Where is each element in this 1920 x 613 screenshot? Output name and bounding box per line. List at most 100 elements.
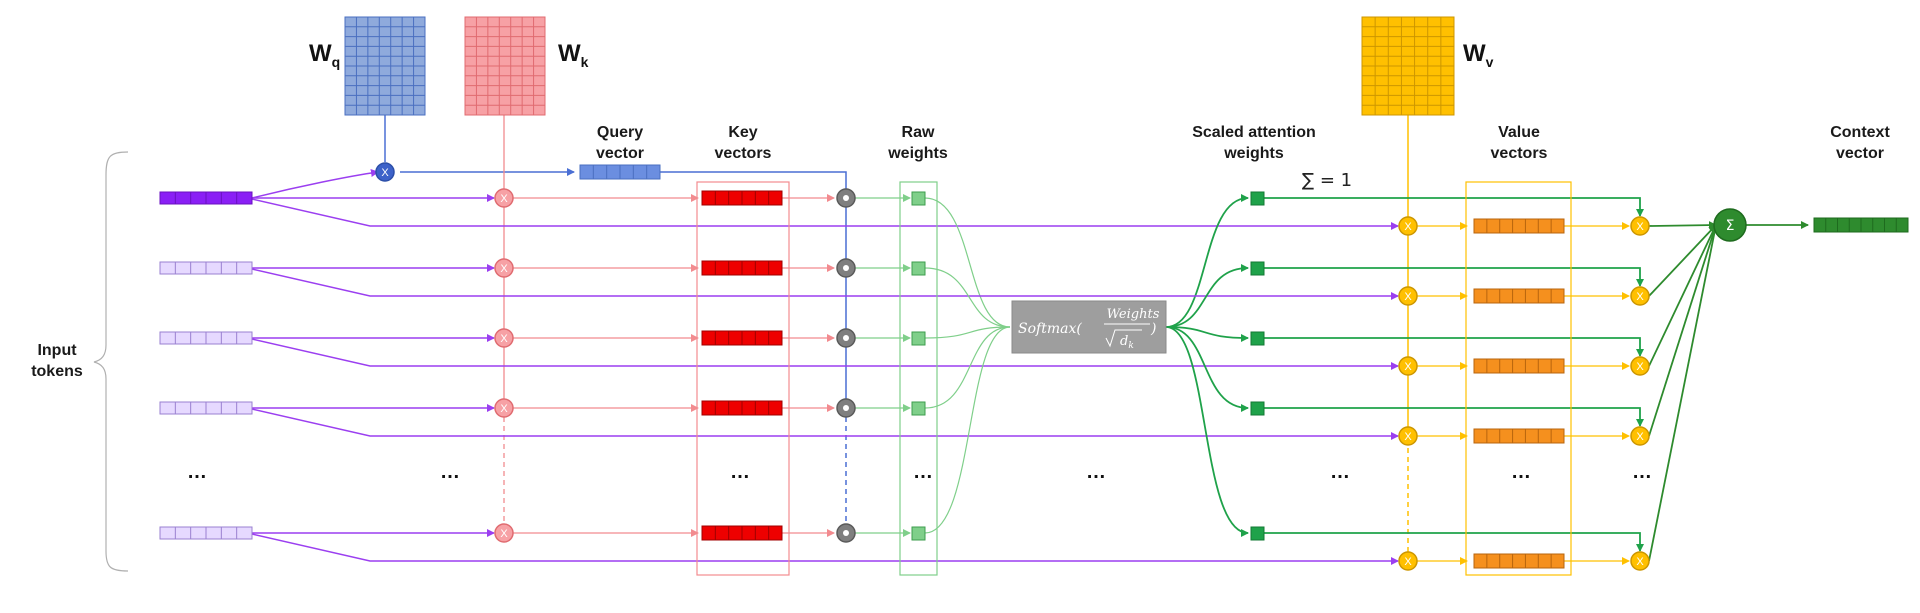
- value-multiply-node-label: X: [1404, 221, 1412, 233]
- scaled-weight-square: [1250, 401, 1265, 416]
- weighted-multiply-node-label: X: [1636, 556, 1644, 568]
- weighted-multiply-node: X: [1630, 551, 1650, 571]
- dot-product-center: [843, 265, 849, 271]
- key-vector: [701, 525, 783, 541]
- scaled-to-weighted-line: [1264, 337, 1644, 357]
- scaled-weight-square: [1250, 191, 1265, 206]
- token-to-value-line: [251, 408, 1399, 440]
- key-multiply-node: X: [494, 398, 514, 418]
- weighted-multiply-node-label: X: [1636, 291, 1644, 303]
- query-multiply-node-circle: [375, 162, 395, 182]
- query-vector: [579, 164, 661, 180]
- weighted-multiply-node-circle: [1630, 426, 1650, 446]
- wv-label: Wv: [1463, 40, 1494, 70]
- weighted-multiply-node: X: [1630, 286, 1650, 306]
- key-vectors-label-1: Key: [728, 124, 757, 141]
- input-tokens-label-1: Input: [37, 342, 77, 359]
- raw-weights-label-2: weights: [887, 145, 948, 162]
- sum-equals-one-label: ∑ = 1: [1302, 170, 1352, 191]
- weighted-to-sum-line: [1648, 224, 1717, 367]
- value-vector-body: [1473, 218, 1565, 234]
- wk-label: Wk: [558, 40, 589, 70]
- raw-weight-square: [911, 526, 926, 541]
- value-vector: [1473, 428, 1565, 444]
- value-vector: [1473, 358, 1565, 374]
- weighted-multiply-node-circle: [1630, 551, 1650, 571]
- connection-lines: [93, 115, 1809, 572]
- context-vector-label-1: Context: [1830, 124, 1890, 141]
- raw-to-softmax-line: [924, 326, 1011, 339]
- value-vector: [1473, 553, 1565, 569]
- weighted-to-sum-line: [1648, 224, 1717, 297]
- key-multiply-node-circle: [494, 328, 514, 348]
- input-token-vector: [159, 331, 253, 345]
- weighted-multiply-node-circle: [1630, 216, 1650, 236]
- input-token-vector: [159, 261, 253, 275]
- ellipsis-raw-weights: …: [913, 461, 933, 483]
- weighted-multiply-node-circle: [1630, 286, 1650, 306]
- raw-to-softmax-line: [924, 326, 1011, 534]
- key-multiply-node: X: [494, 523, 514, 543]
- weighted-multiply-node-circle: [1630, 356, 1650, 376]
- key-multiply-node-label: X: [500, 403, 508, 415]
- scaled-to-weighted-line: [1264, 407, 1644, 427]
- key-vector: [701, 400, 783, 416]
- context-vector-label-2: vector: [1836, 145, 1884, 162]
- softmax-to-scaled-line: [1165, 326, 1249, 537]
- key-vectors-label-2: vectors: [715, 145, 772, 162]
- ellipsis-row: … … … … … … … …: [187, 461, 1652, 483]
- dot-product-node: [836, 328, 856, 348]
- value-multiply-node-circle: [1398, 426, 1418, 446]
- matrix-labels: Wq Wk Wv: [309, 40, 1494, 70]
- token-to-value-line: [251, 198, 1399, 230]
- softmax-to-scaled-line: [1165, 326, 1249, 412]
- dot-product-center: [843, 530, 849, 536]
- softmax-numerator: Weights: [1107, 307, 1160, 322]
- raw-weight-square: [911, 401, 926, 416]
- value-vectors-label-1: Value: [1498, 124, 1540, 141]
- ellipsis-value-vectors: …: [1511, 461, 1531, 483]
- raw-weight-square: [911, 331, 926, 346]
- input-token-vector: [159, 526, 253, 540]
- key-vectors-frame: [696, 181, 790, 576]
- query-vector-label-1: Query: [597, 124, 643, 141]
- input-tokens-label-2: tokens: [31, 363, 83, 380]
- softmax-fn-text: Softmax(: [1018, 321, 1082, 337]
- dot-product-center: [843, 335, 849, 341]
- value-multiply-node-circle: [1398, 356, 1418, 376]
- value-multiply-node-label: X: [1404, 431, 1412, 443]
- token-to-value-line: [251, 268, 1399, 300]
- weighted-multiply-node: X: [1630, 216, 1650, 236]
- value-multiply-node-circle: [1398, 286, 1418, 306]
- ellipsis-tokens: …: [187, 461, 207, 483]
- wq-label: Wq: [309, 40, 340, 70]
- softmax-sqrt-sign: [1105, 329, 1142, 348]
- raw-weight-square: [911, 191, 926, 206]
- wq-matrix: [344, 16, 426, 116]
- value-multiply-node: X: [1398, 356, 1418, 376]
- scaled-to-weighted-line: [1264, 197, 1644, 217]
- raw-weights-frame: [899, 181, 938, 576]
- raw-to-softmax-line: [924, 267, 1011, 328]
- weighted-multiply-node-label: X: [1636, 431, 1644, 443]
- stage-labels: Input tokens Query vector Key vectors Ra…: [31, 124, 1890, 380]
- scaled-weight-square: [1250, 526, 1265, 541]
- key-multiply-node: X: [494, 188, 514, 208]
- raw-weights-label-1: Raw: [902, 124, 935, 141]
- raw-weight-square: [911, 261, 926, 276]
- token-to-query-line: [251, 169, 379, 199]
- key-multiply-node-label: X: [500, 193, 508, 205]
- summation-node: Σ: [1713, 208, 1747, 242]
- value-vectors-frame: [1465, 181, 1572, 576]
- input-token-vector: [159, 401, 253, 415]
- key-vector: [701, 330, 783, 346]
- dot-product-center: [843, 195, 849, 201]
- token-to-value-line: [251, 533, 1399, 565]
- value-multiply-node: X: [1398, 426, 1418, 446]
- input-tokens-bracket: [93, 151, 129, 572]
- dot-product-node: [836, 523, 856, 543]
- key-multiply-node-circle: [494, 523, 514, 543]
- value-vector-body: [1473, 553, 1565, 569]
